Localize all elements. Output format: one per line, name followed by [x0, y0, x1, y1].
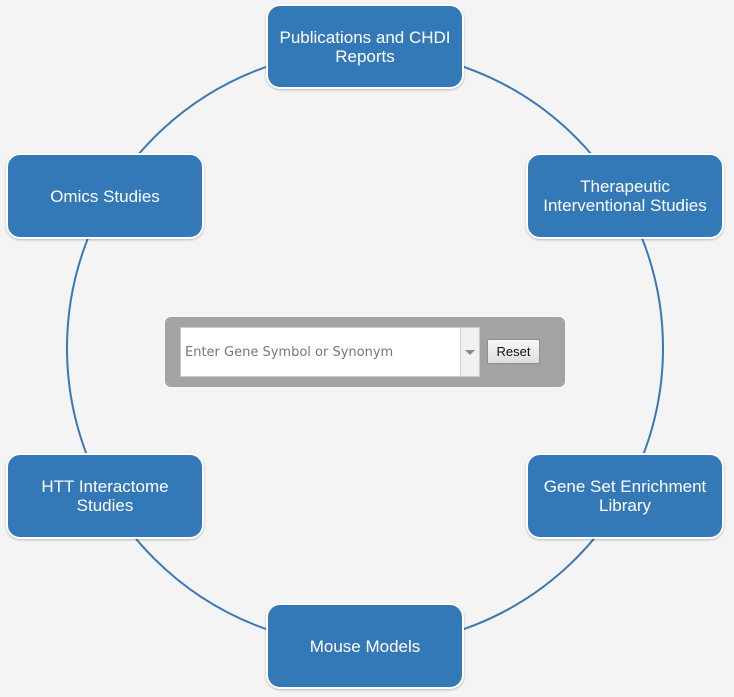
therapeutic-interventional-studies-node[interactable]: Therapeutic Interventional Studies [526, 153, 724, 239]
caret-down-icon [465, 350, 475, 355]
node-label: Gene Set Enrichment Library [543, 477, 707, 515]
dropdown-toggle-button[interactable] [460, 328, 479, 376]
gene-search-combobox[interactable] [180, 327, 480, 377]
mouse-models-node[interactable]: Mouse Models [266, 603, 464, 689]
node-label: Mouse Models [309, 636, 421, 656]
node-label: HTT Interactome Studies [41, 477, 169, 515]
htt-interactome-studies-node[interactable]: HTT Interactome Studies [6, 453, 204, 539]
gene-search-panel: Reset [165, 317, 565, 387]
gene-search-input[interactable] [181, 328, 461, 376]
omics-studies-node[interactable]: Omics Studies [6, 153, 204, 239]
reset-button[interactable]: Reset [487, 339, 540, 364]
publications-and-chdi-reports-node[interactable]: Publications and CHDI Reports [266, 4, 464, 89]
node-label: Omics Studies [50, 186, 160, 206]
node-label: Publications and CHDI Reports [279, 27, 451, 66]
node-label: Therapeutic Interventional Studies [543, 177, 707, 215]
gene-set-enrichment-library-node[interactable]: Gene Set Enrichment Library [526, 453, 724, 539]
